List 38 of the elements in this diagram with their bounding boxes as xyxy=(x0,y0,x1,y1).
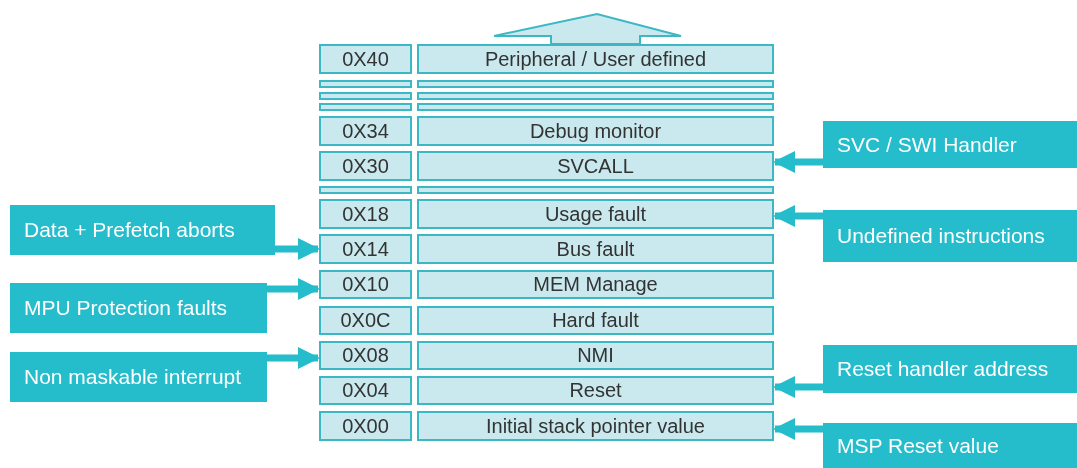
vector-cell: MEM Manage xyxy=(417,270,774,299)
vector-cell: Debug monitor xyxy=(417,116,774,146)
vector-cell: Reset xyxy=(417,376,774,405)
address-cell: 0X0C xyxy=(319,306,412,335)
callout-label: MSP Reset value xyxy=(823,423,1077,468)
reserved-row-bar xyxy=(417,103,774,111)
callout-label: Data + Prefetch aborts xyxy=(10,205,275,255)
address-cell: 0X10 xyxy=(319,270,412,299)
callout-label: MPU Protection faults xyxy=(10,283,267,333)
vector-cell: Peripheral / User defined xyxy=(417,44,774,74)
reserved-row-bar xyxy=(417,186,774,194)
reserved-row-bar xyxy=(319,80,412,88)
address-cell: 0X14 xyxy=(319,234,412,264)
vector-cell: NMI xyxy=(417,341,774,370)
reserved-row-bar xyxy=(417,80,774,88)
vector-cell: SVCALL xyxy=(417,151,774,181)
address-cell: 0X40 xyxy=(319,44,412,74)
arrow xyxy=(267,277,321,301)
callout-label: Reset handler address xyxy=(823,345,1077,393)
address-cell: 0X18 xyxy=(319,199,412,229)
arrow xyxy=(267,346,321,370)
vector-cell: Initial stack pointer value xyxy=(417,411,774,441)
vector-cell: Usage fault xyxy=(417,199,774,229)
address-cell: 0X08 xyxy=(319,341,412,370)
address-cell: 0X34 xyxy=(319,116,412,146)
reserved-row-bar xyxy=(319,186,412,194)
address-cell: 0X30 xyxy=(319,151,412,181)
address-cell: 0X04 xyxy=(319,376,412,405)
callout-label: Undefined instructions xyxy=(823,210,1077,262)
vector-cell: Bus fault xyxy=(417,234,774,264)
arrow xyxy=(275,237,321,261)
reserved-row-bar xyxy=(319,103,412,111)
address-cell: 0X00 xyxy=(319,411,412,441)
vector-cell: Hard fault xyxy=(417,306,774,335)
callout-label: Non maskable interrupt xyxy=(10,352,267,402)
reserved-row-bar xyxy=(319,92,412,100)
reserved-row-bar xyxy=(417,92,774,100)
callout-label: SVC / SWI Handler xyxy=(823,121,1077,168)
